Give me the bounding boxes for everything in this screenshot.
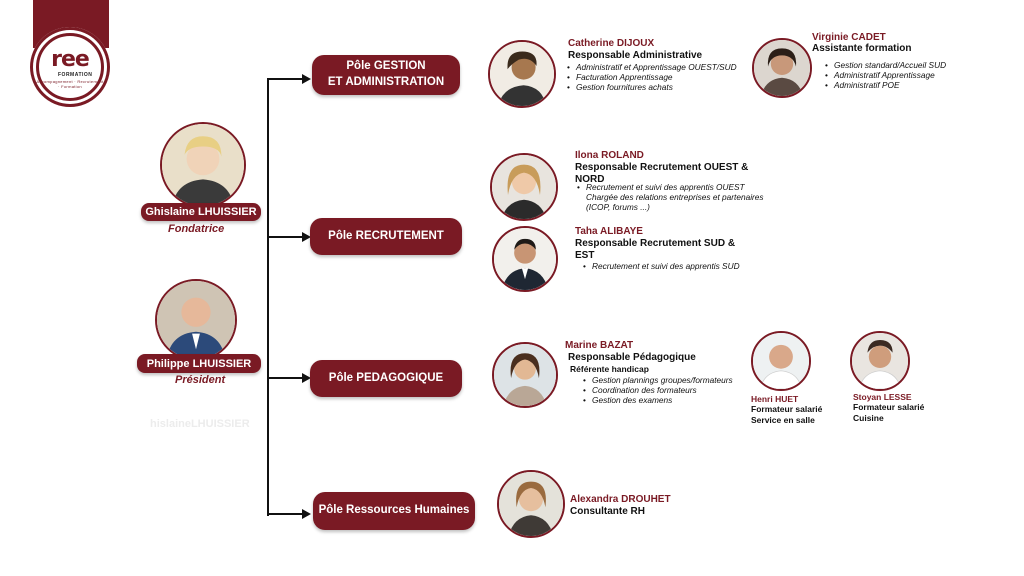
member-name-ilona: Ilona ROLAND — [575, 150, 644, 161]
portrait-icon — [494, 344, 556, 406]
pole-rh: Pôle Ressources Humaines — [313, 492, 475, 530]
member-title-stoyan-line1: Formateur salarié — [853, 402, 925, 412]
branch-gestion — [267, 78, 303, 80]
member-title-ilona: Responsable Recrutement OUEST & NORD — [575, 162, 749, 185]
avatar-catherine — [488, 40, 556, 108]
president-role: Président — [175, 374, 226, 386]
avatar-virginie — [752, 38, 812, 98]
logo-word: ree — [51, 47, 90, 72]
portrait-icon — [494, 228, 556, 290]
member-title-henri-line1: Formateur salarié — [751, 404, 823, 414]
branch-rh — [267, 513, 303, 515]
founder-name-pill: Ghislaine LHUISSIER — [141, 203, 261, 221]
branch-recrutement — [267, 236, 303, 238]
avatar-stoyan — [850, 331, 910, 391]
tree-trunk — [267, 79, 269, 516]
task-item: Recrutement et suivi des apprentis SUD — [583, 261, 740, 272]
member-title-henri-line2: Service en salle — [751, 414, 815, 425]
logo-tagline: Accompagnement · Recrutement · Formation — [36, 79, 104, 89]
portrait-icon — [499, 472, 563, 536]
member-title-marine: Responsable Pédagogique — [568, 352, 696, 363]
member-name-marine: Marine BAZAT — [565, 340, 634, 351]
task-item: Administratif et Apprentissage OUEST/SUD — [567, 62, 737, 73]
arrow-pedagogique — [302, 373, 311, 383]
avatar-philippe — [155, 279, 237, 361]
task-item: Gestion fournitures achats — [567, 82, 737, 93]
member-name-henri: Henri HUET — [751, 394, 799, 404]
task-item: Gestion plannings groupes/formateurs — [583, 375, 733, 386]
avatar-ilona — [490, 153, 558, 221]
member-title-taha: Responsable Recrutement SUD & EST — [575, 238, 736, 261]
pole-pedagogique: Pôle PEDAGOGIQUE — [310, 360, 462, 397]
branch-pedagogique — [267, 377, 303, 379]
arrow-gestion — [302, 74, 311, 84]
portrait-icon — [492, 155, 556, 219]
task-item: Coordination des formateurs — [583, 385, 733, 396]
pole-recrutement: Pôle RECRUTEMENT — [310, 218, 462, 255]
portrait-icon — [754, 40, 810, 96]
member-subtitle-marine: Référente handicap — [570, 364, 649, 374]
task-list-taha: Recrutement et suivi des apprentis SUD — [582, 261, 740, 272]
portrait-icon — [490, 42, 554, 106]
task-item: Gestion des examens — [583, 395, 733, 406]
member-name-catherine: Catherine DIJOUX — [568, 38, 655, 49]
avatar-alexandra — [497, 470, 565, 538]
task-list-virginie: Gestion standard/Accueil SUD Administrat… — [824, 60, 946, 91]
member-name-stoyan: Stoyan LESSE — [853, 392, 912, 402]
arrow-recrutement — [302, 232, 311, 242]
task-item: Administratif Apprentissage — [825, 70, 946, 81]
avatar-ghislaine — [160, 122, 246, 208]
ghost-text: hislaineLHUISSIER — [150, 418, 250, 430]
founder-role: Fondatrice — [168, 223, 225, 235]
logo-ring — [36, 33, 104, 101]
avatar-marine — [492, 342, 558, 408]
president-name-pill: Philippe LHUISSIER — [137, 354, 261, 373]
company-logo: ree FORMATION Accompagnement · Recruteme… — [30, 27, 110, 107]
member-title-henri: Formateur salarié Service en salle — [751, 404, 822, 425]
pole-gestion: Pôle GESTION ET ADMINISTRATION — [312, 55, 460, 95]
portrait-icon — [753, 333, 809, 389]
member-title-virginie: Assistante formation — [812, 43, 912, 54]
portrait-icon — [852, 333, 908, 389]
task-item: Recrutement et suivi des apprentis OUEST… — [577, 182, 776, 213]
task-item: Gestion standard/Accueil SUD — [825, 60, 946, 71]
avatar-taha — [492, 226, 558, 292]
member-title-stoyan: Formateur salarié Cuisine — [853, 402, 924, 423]
member-name-alexandra: Alexandra DROUHET — [570, 494, 671, 505]
task-list-ilona: Recrutement et suivi des apprentis OUEST… — [576, 182, 776, 213]
task-item: Administratif POE — [825, 80, 946, 91]
task-list-catherine: Administratif et Apprentissage OUEST/SUD… — [566, 62, 737, 93]
member-title-alexandra: Consultante RH — [570, 506, 645, 517]
portrait-icon — [162, 124, 244, 206]
portrait-icon — [157, 281, 235, 359]
arrow-rh — [302, 509, 311, 519]
task-list-marine: Gestion plannings groupes/formateurs Coo… — [582, 375, 733, 406]
member-name-virginie: Virginie CADET — [812, 32, 886, 43]
task-item: Facturation Apprentissage — [567, 72, 737, 83]
member-title-catherine: Responsable Administrative — [568, 50, 703, 61]
logo-subtitle: FORMATION — [58, 72, 93, 78]
member-title-stoyan-line2: Cuisine — [853, 412, 884, 423]
avatar-henri — [751, 331, 811, 391]
member-name-taha: Taha ALIBAYE — [575, 226, 643, 237]
